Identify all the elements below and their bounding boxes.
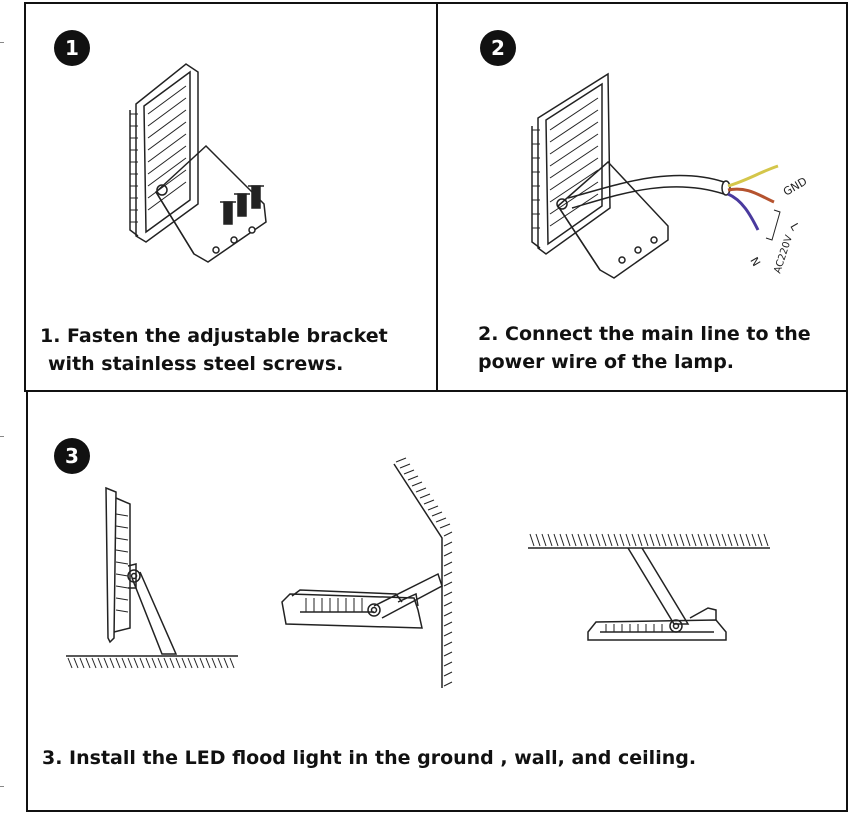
- n-label: N: [747, 255, 762, 269]
- step-2-caption-line-1: 2. Connect the main line to the: [478, 323, 811, 345]
- edge-tick: [0, 42, 4, 43]
- step-3-caption: 3. Install the LED flood light in the gr…: [42, 747, 697, 769]
- gnd-wire: [727, 164, 779, 188]
- step-2-caption-line-2: power wire of the lamp.: [478, 351, 735, 373]
- step-1-panel: 1: [24, 2, 438, 392]
- step-3-panel: 3: [26, 390, 848, 812]
- step-3-badge: 3: [54, 438, 90, 474]
- wire-labels: GND L N AC220V: [747, 175, 809, 275]
- ceiling-mount-illustration: [528, 533, 770, 641]
- voltage-label: AC220V: [772, 234, 795, 275]
- wall-mount-illustration: [281, 457, 453, 688]
- wiring-illustration: [531, 72, 781, 279]
- l-wire: [727, 187, 775, 204]
- step-2-badge: 2: [480, 30, 516, 66]
- ground-mount-illustration: [66, 486, 238, 669]
- bracket-fastening-illustration: [129, 63, 267, 263]
- step-1-caption-line-1: 1. Fasten the adjustable bracket: [40, 325, 388, 347]
- step-1-caption-line-2: with stainless steel screws.: [48, 353, 344, 375]
- step-2-panel: 2: [436, 2, 848, 392]
- step-1-badge: 1: [54, 30, 90, 66]
- l-label: L: [787, 221, 802, 234]
- edge-tick: [0, 436, 4, 437]
- gnd-label: GND: [781, 175, 809, 199]
- edge-tick: [0, 786, 4, 787]
- n-wire: [727, 192, 760, 231]
